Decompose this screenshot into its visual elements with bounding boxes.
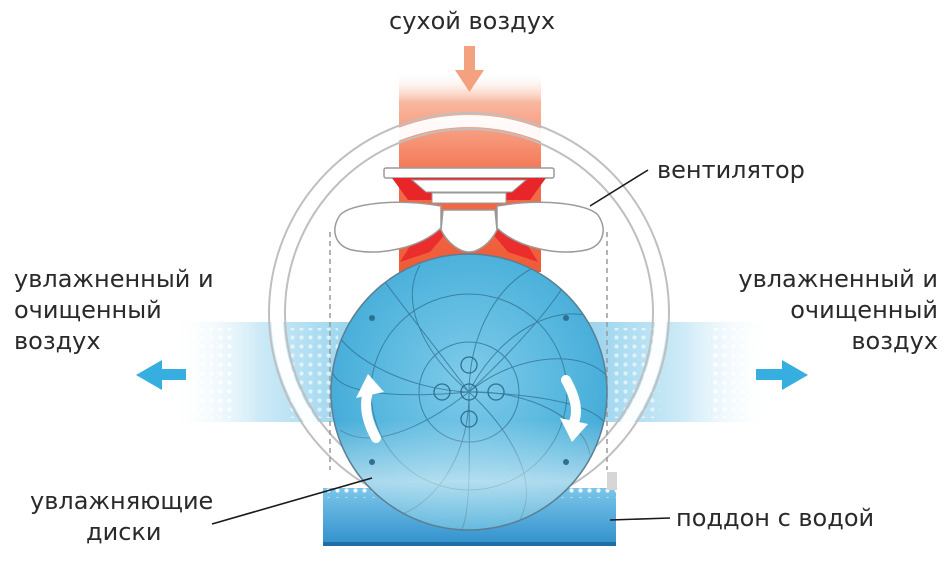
label-humid-air-left-line3: воздух <box>14 327 101 355</box>
label-water-tray: поддон с водой <box>676 504 875 532</box>
label-dry-air: сухой воздух <box>389 7 556 35</box>
label-fan: вентилятор <box>657 156 805 184</box>
label-humid-air-left: увлажненный и очищенный воздух <box>14 264 214 357</box>
arrow-down-icon <box>455 46 484 92</box>
label-humid-air-right-line3: воздух <box>851 327 938 355</box>
rotate-down-arrow-icon <box>560 375 588 442</box>
label-discs-line2: диски <box>86 518 162 546</box>
label-humid-air-right: увлажненный и очищенный воздух <box>738 264 938 357</box>
arrow-left-icon <box>136 360 186 390</box>
label-discs-line1: увлажняющие <box>30 487 214 515</box>
label-humid-air-right-line1: увлажненный и <box>738 265 938 293</box>
rotate-up-arrow-icon <box>356 374 384 443</box>
dashed-guides <box>329 232 608 470</box>
label-humid-air-right-line2: очищенный <box>790 296 938 324</box>
leader-lines <box>211 169 671 525</box>
label-discs: увлажняющие диски <box>30 486 213 548</box>
label-humid-air-left-line2: очищенный <box>14 296 162 324</box>
fan <box>334 167 604 262</box>
arrow-right-icon <box>756 360 808 390</box>
label-humid-air-left-line1: увлажненный и <box>14 265 214 293</box>
